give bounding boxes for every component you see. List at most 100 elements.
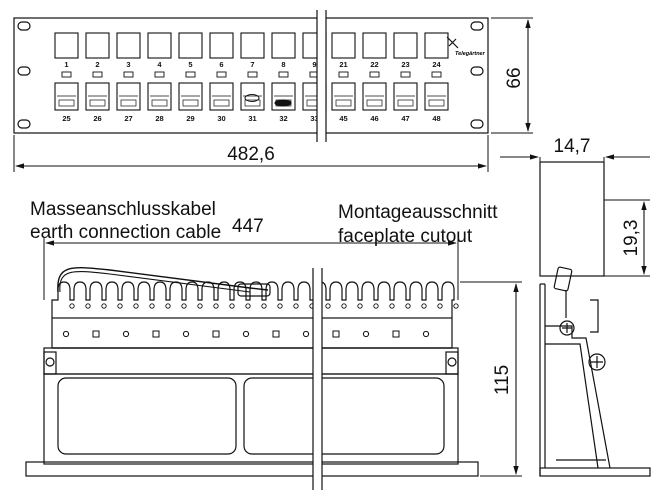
port-keyway [120,99,137,107]
port-led [369,71,380,78]
brand-logo: Telegärtner [446,36,486,57]
port-led [338,71,349,78]
port-number-top: 22 [370,60,378,69]
port-number-top: 1 [64,60,68,69]
dim-115-label: 115 [492,365,513,395]
rail [51,317,453,349]
port-keyway [182,99,199,107]
port-bottom-47 [393,82,418,111]
port-number-top: 2 [95,60,99,69]
port-number-top: 3 [126,60,130,69]
mount-slot-top-right [470,21,484,31]
port-led [92,71,103,78]
mount-slot-top-left [17,21,31,31]
housing-top [43,347,459,375]
comb-slot [293,303,299,309]
rail-holes [62,303,459,338]
port-keyway [244,99,261,107]
port-keyway [397,99,414,107]
port-number-bottom: 30 [217,114,225,123]
port-bottom-46 [362,82,387,111]
screw-bottom [588,353,606,371]
port-keyway [89,99,106,107]
port-top-7 [240,32,265,59]
port-number-bottom: 46 [370,114,378,123]
comb-slot [197,303,203,309]
dim-14-7-label: 14,7 [554,136,591,157]
rail-hole-round [422,330,430,338]
port-top-4 [147,32,172,59]
side-connector [553,266,573,292]
top-view [25,238,479,477]
comb-slot [437,303,443,309]
rail-hole-square [212,330,220,338]
earth-cable-connector [237,283,271,297]
port-top-23 [393,32,418,59]
bracket-right [445,351,459,375]
port-number-top: 21 [339,60,347,69]
port-number-bottom: 29 [186,114,194,123]
rail-hole-square [152,330,160,338]
comb-slot [149,303,155,309]
port-number-top: 5 [188,60,192,69]
base-plate [25,461,479,477]
port-bottom-29 [178,82,203,111]
port-number-bottom: 32 [279,114,287,123]
port-number-top: 24 [432,60,441,69]
rail-hole-round [182,330,190,338]
comb-slot [405,303,411,309]
front-break-lines [316,10,327,142]
comb-slot [325,303,331,309]
port-number-bottom: 25 [62,114,70,123]
mount-slot-mid-right [470,66,484,76]
port-led [185,71,196,78]
rail-hole-round [302,330,310,338]
port-bottom-45 [331,82,356,111]
port-number-bottom: 33 [310,114,318,123]
rail-hole-square [392,330,400,338]
housing-body [43,373,459,465]
comb-slot [133,303,139,309]
port-number-top: 23 [401,60,409,69]
mount-slot-bottom-right [470,119,484,129]
port-top-1 [54,32,79,59]
port-led [123,71,134,78]
port-keyway [58,99,75,107]
housing-window-right [243,377,445,455]
side-profile [545,325,611,469]
front-view [13,17,489,134]
dim-482: 482,6 [13,135,489,172]
screw-top [559,320,575,336]
faceplate-cutout-drawing [500,154,650,277]
rail-hole-round [122,330,130,338]
port-led [400,71,411,78]
dim-66: 66 [491,17,533,134]
comb-slot [101,303,107,309]
port-bottom-28 [147,82,172,111]
front-panel-outline [13,17,489,134]
rail-hole-square [272,330,280,338]
comb-slot [277,303,283,309]
port-bottom-32 [271,82,296,111]
port-keyway [213,99,230,107]
dim-19-3-label: 19,3 [621,220,642,257]
label-cutout-en: faceplate cutout [338,226,473,247]
port-number-top: 6 [219,60,223,69]
port-led [247,71,258,78]
plug-marker-32 [274,99,292,107]
housing-window-left [57,377,237,455]
port-led [431,71,442,78]
comb-slot [85,303,91,309]
comb-slot [69,303,75,309]
rail-hole-round [242,330,250,338]
cable-management-comb [51,281,455,318]
front-ports: 1252263274285296307318329332145224623472… [54,32,449,123]
port-led [154,71,165,78]
port-top-8 [271,32,296,59]
port-number-bottom: 45 [339,114,347,123]
port-keyway [335,99,352,107]
comb-slot [117,303,123,309]
mount-slot-bottom-left [17,119,31,129]
port-top-24 [424,32,449,59]
